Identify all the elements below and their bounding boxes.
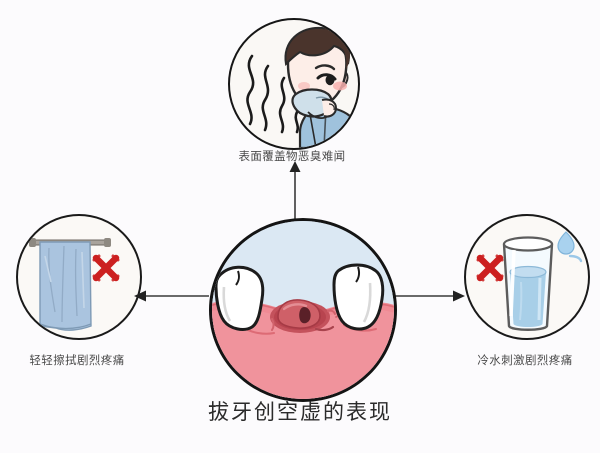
arrow-left-to-left-node bbox=[133, 288, 209, 304]
towel-on-rail-icon bbox=[29, 238, 111, 331]
node-top-circle bbox=[228, 18, 360, 150]
arrow-up-to-top-node bbox=[288, 160, 302, 222]
node-right-caption: 冷水刺激剧烈疼痛 bbox=[477, 353, 573, 367]
page-title: 拔牙创空虚的表现 bbox=[208, 400, 392, 424]
boy-covering-nose-icon bbox=[246, 22, 358, 148]
node-left-caption: 轻轻擦拭剧烈疼痛 bbox=[29, 353, 125, 367]
x-mark-right bbox=[473, 251, 507, 285]
arrow-right-to-right-node bbox=[390, 288, 466, 304]
node-top-caption: 表面覆盖物恶臭难闻 bbox=[238, 149, 346, 163]
node-center-circle bbox=[209, 218, 397, 402]
x-mark-left bbox=[89, 251, 123, 285]
glass-of-water-icon bbox=[502, 231, 583, 331]
node-right-circle bbox=[464, 214, 590, 340]
empty-tooth-socket-gums-icon bbox=[212, 221, 394, 399]
node-left-circle bbox=[16, 214, 142, 340]
